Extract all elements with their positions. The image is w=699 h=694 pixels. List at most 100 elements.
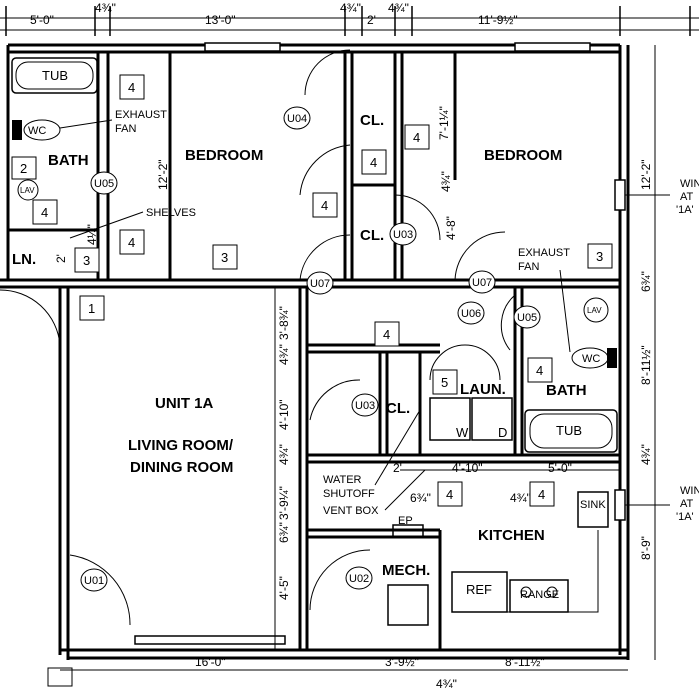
dim-bottom-2: 3'-9½"	[385, 655, 419, 669]
fixtures: TUB WC LAV LAV WC TUB W D SINK REF	[11, 57, 618, 626]
room-closet-mid: CL.	[360, 227, 384, 244]
key-k3: 4	[370, 155, 377, 170]
dim-bottom-3: 8'-11½"	[505, 655, 545, 669]
key-k7: 3	[83, 253, 90, 268]
dim-kitchen-4: 6¾"	[410, 491, 431, 505]
room-bath-top: BATH	[48, 152, 89, 169]
key-k5: 2	[20, 161, 27, 176]
ep-label: EP	[398, 515, 413, 527]
note-win1-2: AT	[680, 191, 694, 203]
room-linen: LN.	[12, 251, 36, 268]
key-box-labels: 4 4 4 4 2 4 3 1 3 4 3 4 5 4 4 4	[20, 80, 603, 502]
tub-top-label: TUB	[42, 68, 68, 83]
room-closet-top: CL.	[360, 112, 384, 129]
dim-bottom-1: 16'-0"	[195, 655, 226, 669]
note-water-1: WATER	[323, 474, 362, 486]
door-swings	[0, 49, 516, 626]
door-u07-a: U07	[310, 278, 330, 290]
key-k16: 4	[538, 487, 545, 502]
key-k1: 4	[128, 80, 135, 95]
dim-right-1: 6¾"	[639, 271, 653, 292]
door-u05-b: U05	[517, 312, 537, 324]
dryer-label: D	[498, 425, 507, 440]
range-label: RANGE	[520, 589, 559, 601]
dim-mid-7: 4'-5"	[277, 576, 291, 600]
dim-kitchen-2: 4'-10"	[452, 461, 483, 475]
door-u01: U01	[84, 575, 104, 587]
dim-small: 4¾"	[439, 171, 453, 192]
key-k12: 4	[383, 327, 390, 342]
note-win1-1: WIN	[680, 178, 699, 190]
key-k9: 3	[221, 250, 228, 265]
ref-label: REF	[466, 582, 492, 597]
tub-bottom-label: TUB	[556, 423, 582, 438]
key-k13: 5	[441, 375, 448, 390]
room-unit-title: UNIT 1A	[155, 395, 214, 412]
note-win2-2: AT	[680, 498, 694, 510]
dimension-lines	[60, 45, 656, 671]
dim-mid-5: 3'-9¼"	[277, 486, 291, 520]
key-k15: 4	[446, 487, 453, 502]
dim-mid-3: 4'-10"	[277, 399, 291, 430]
dim-mid-1: 3'-8¾"	[277, 306, 291, 340]
dim-linen: 2'	[54, 254, 68, 263]
lav-left-label: LAV	[20, 186, 35, 195]
note-win2-1: WIN	[680, 485, 699, 497]
key-k2: 4	[413, 130, 420, 145]
note-win1-3: '1A'	[676, 204, 694, 216]
dim-kitchen-3: 5'-0"	[548, 461, 572, 475]
room-living-1: LIVING ROOM/	[128, 437, 234, 454]
windows	[134, 42, 670, 645]
wc-left-label: WC	[28, 125, 46, 137]
room-living-2: DINING ROOM	[130, 459, 233, 476]
dim-bed-right: 12'-2"	[639, 159, 653, 190]
note-water-2: SHUTOFF	[323, 488, 375, 500]
door-u07-b: U07	[472, 277, 492, 289]
dim-small-2: 4¼"	[85, 224, 99, 245]
dim-top-6: 4¾"	[388, 1, 409, 15]
room-kitchen: KITCHEN	[478, 527, 545, 544]
door-u04: U04	[287, 113, 307, 125]
dim-bed-left: 12'-2"	[156, 159, 170, 190]
horizontal-dims: 2' 4'-10" 5'-0" 6¾" 4¾" 16'-0" 3'-9½" 8'…	[195, 461, 572, 691]
room-labels: BATH BEDROOM BEDROOM CL. CL. CL. LN. UNI…	[12, 112, 587, 579]
door-u02: U02	[349, 573, 369, 585]
note-win2-3: '1A'	[676, 511, 694, 523]
key-k11: 3	[596, 249, 603, 264]
dim-mid-2: 4¾"	[277, 344, 291, 365]
notes: EXHAUST FAN SHELVES EXHAUST FAN WATER SH…	[59, 109, 699, 523]
room-closet-laundry: CL.	[386, 400, 410, 417]
key-k6: 4	[41, 205, 48, 220]
dim-mid-4: 4¾"	[277, 444, 291, 465]
door-u03-b: U03	[355, 400, 375, 412]
dim-top-3: 13'-0"	[205, 13, 236, 27]
dim-closet-2: 4'-8"	[444, 216, 458, 240]
interior-walls	[8, 52, 620, 650]
dim-top-5: 2'	[367, 13, 376, 27]
dim-bottom-4: 4¾"	[436, 677, 457, 691]
dim-kitchen-5: 4¾"	[510, 491, 531, 505]
dim-right-2: 8'-11½"	[639, 345, 653, 385]
vertical-dims: 12'-2" 12'-2" 7'-1¼" 4'-8" 4¾" 4¼" 2' 6¾…	[54, 106, 653, 600]
washer-label: W	[456, 425, 469, 440]
dim-top-4: 4¾"	[340, 1, 361, 15]
sink-label: SINK	[580, 499, 606, 511]
room-bedroom-right: BEDROOM	[484, 147, 562, 164]
wc-right-label: WC	[582, 353, 600, 365]
dim-top-7: 11'-9½"	[478, 13, 518, 27]
door-tag-labels: U05 U04 U03 U07 U07 U06 U05 U03 U02 U01	[84, 113, 537, 587]
dim-right-4: 8'-9"	[639, 536, 653, 560]
key-k10: 4	[128, 235, 135, 250]
key-boxes	[11, 74, 613, 687]
key-k8: 1	[88, 301, 95, 316]
note-shelves: SHELVES	[146, 207, 196, 219]
lav-right-label: LAV	[587, 306, 602, 315]
room-laundry: LAUN.	[460, 381, 506, 398]
room-mech: MECH.	[382, 562, 430, 579]
room-bedroom-left: BEDROOM	[185, 147, 263, 164]
dim-kitchen-1: 2'	[393, 461, 402, 475]
door-u06: U06	[461, 308, 481, 320]
door-u05-a: U05	[94, 178, 114, 190]
dim-top-1: 5'-0"	[30, 13, 54, 27]
